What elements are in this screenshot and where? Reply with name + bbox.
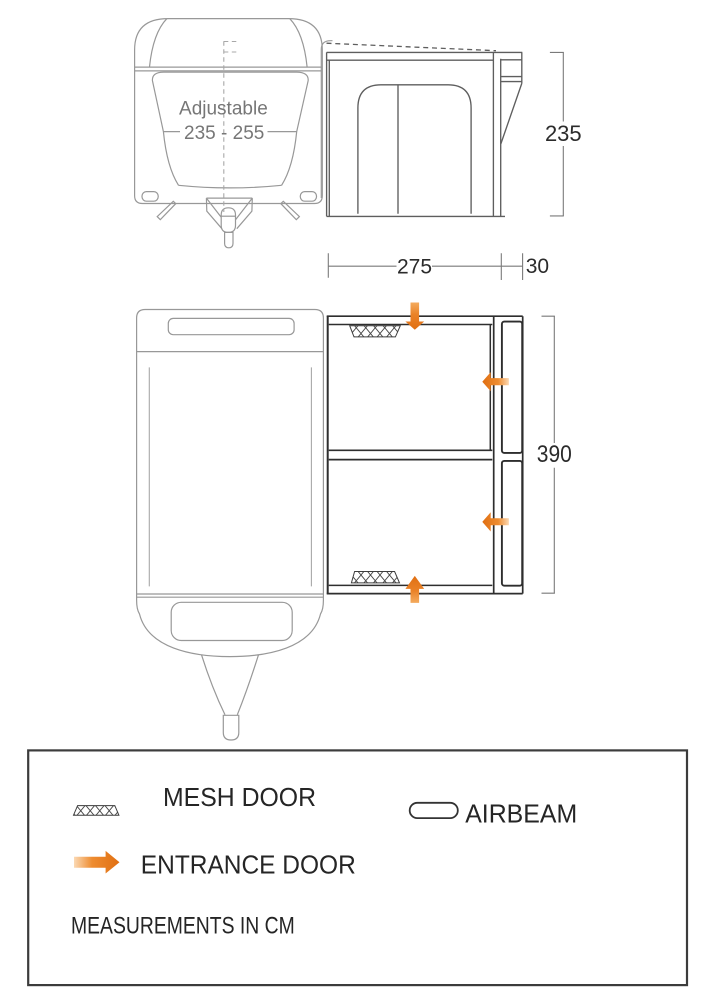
svg-text:ENTRANCE DOOR: ENTRANCE DOOR [141,849,356,879]
svg-text:MEASUREMENTS IN CM: MEASUREMENTS IN CM [71,913,295,940]
svg-text:MESH DOOR: MESH DOOR [163,782,316,812]
svg-text:30: 30 [526,255,549,278]
svg-text:275: 275 [397,255,432,278]
svg-text:235: 235 [545,121,582,146]
svg-text:AIRBEAM: AIRBEAM [465,798,577,828]
svg-text:Adjustable: Adjustable [179,99,268,120]
svg-text:235 - 255: 235 - 255 [184,123,264,144]
svg-text:390: 390 [537,441,572,468]
